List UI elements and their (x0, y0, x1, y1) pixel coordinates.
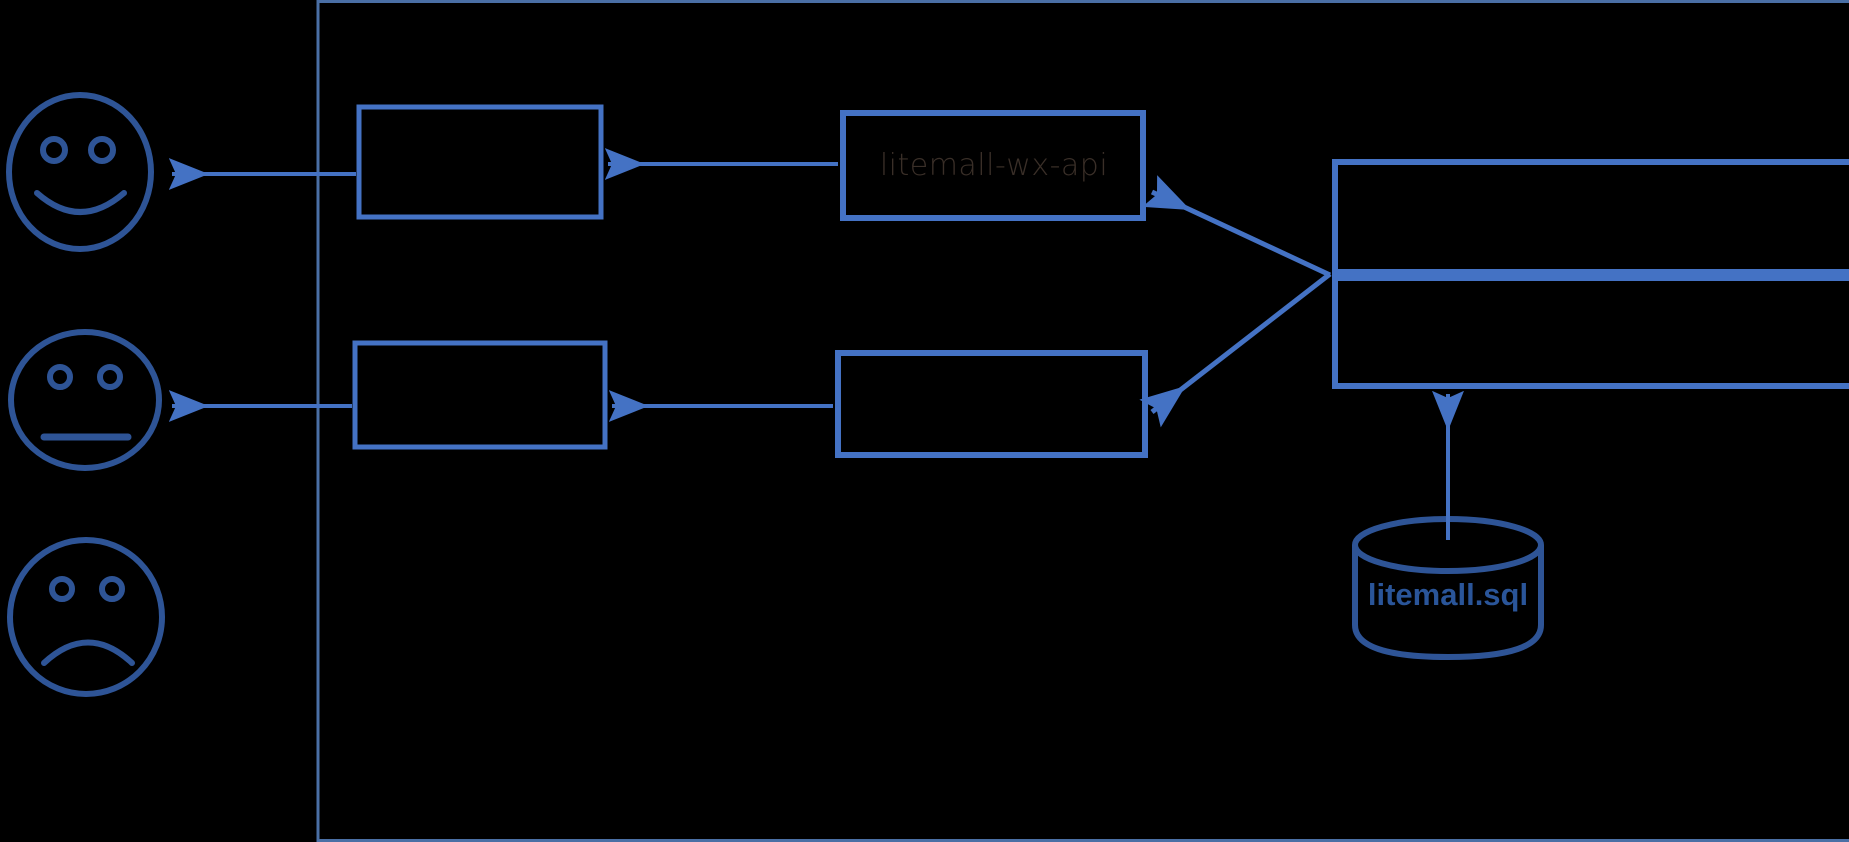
arrow-core-to-wx-api (1142, 175, 1332, 278)
smiley-happy-icon (6, 92, 154, 252)
box-core-top[interactable] (1332, 159, 1849, 275)
box-frontend-bottom[interactable] (352, 340, 608, 450)
system-boundary (316, 0, 1849, 842)
smiley-sad-icon (7, 537, 165, 697)
arrow-core-to-admin-api (1139, 272, 1332, 428)
smiley-neutral-icon (8, 329, 162, 471)
box-admin-api[interactable] (835, 350, 1148, 458)
box-frontend-top[interactable] (356, 104, 604, 220)
box-core-bottom[interactable] (1332, 275, 1849, 389)
box-wx-api[interactable] (840, 110, 1146, 221)
